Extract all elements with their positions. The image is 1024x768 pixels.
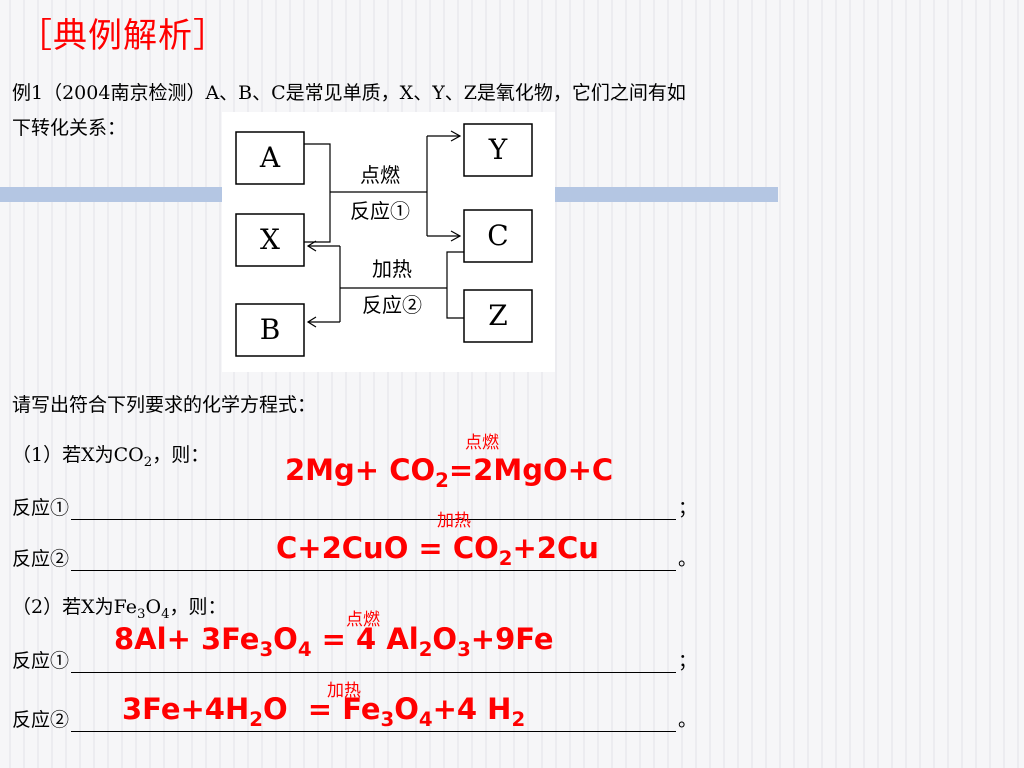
ans3-c: = 4 Al — [311, 622, 419, 656]
ans4-a: 3Fe+4H — [122, 692, 250, 726]
part2-question: （2）若X为Fe3O4，则： — [12, 592, 227, 622]
part2-reaction2-line: 反应② 。 — [12, 705, 697, 732]
part1-r2-end: 。 — [678, 548, 698, 570]
part1-reaction1-line: 反应① ； — [12, 493, 697, 520]
example-intro-line1: 例1（2004南京检测）A、B、C是常见单质，X、Y、Z是氧化物，它们之间有如 — [12, 82, 686, 104]
part2-r2-end: 。 — [678, 709, 698, 731]
part1-question: （1）若X为CO2，则： — [12, 440, 209, 470]
ans3-s2: 4 — [297, 637, 312, 661]
part2-formula-b: O — [145, 596, 162, 618]
box-b — [235, 303, 305, 357]
box-z — [463, 289, 533, 343]
part2-r2-blank — [71, 711, 677, 732]
part1-r1-condition: 点燃 — [465, 433, 499, 453]
part1-reaction2-line: 反应② 。 — [12, 544, 697, 571]
part2-r2-answer: 3Fe+4H2O = Fe3O4+4 H2 — [122, 692, 525, 731]
example-intro-line2: 下转化关系： — [12, 117, 127, 139]
part2-formula-sub2: 4 — [161, 606, 170, 622]
box-c — [463, 209, 533, 263]
ans2-a: C+2CuO = CO — [276, 531, 499, 565]
reaction1-condition: 点燃 — [360, 163, 400, 187]
box-c-label: C — [487, 219, 508, 252]
ans2-a-sub: 2 — [498, 546, 513, 570]
ans4-s1: 2 — [249, 707, 263, 731]
reaction2-condition: 加热 — [372, 257, 412, 281]
part1-r2-blank — [71, 550, 677, 571]
part1-formula-sub: 2 — [143, 454, 153, 470]
reaction2-connectors — [306, 240, 464, 328]
ans3-d: O — [432, 622, 458, 656]
ans4-d: +4 H — [432, 692, 512, 726]
part2-reaction1-line: 反应① ； — [12, 646, 697, 673]
box-x-label: X — [260, 223, 280, 256]
part2-suffix: ，则： — [169, 596, 227, 618]
part1-r1-blank — [71, 499, 677, 520]
ans4-c: O — [394, 692, 419, 726]
ans1-a-sub: 2 — [435, 468, 449, 492]
section-title: ［典例解析］ — [18, 16, 228, 56]
part2-r1-answer: 8Al+ 3Fe3O4 = 4 Al2O3+9Fe — [114, 622, 554, 661]
part1-prefix: （1）若X为 — [12, 444, 114, 466]
ans3-e: +9Fe — [470, 622, 554, 656]
part2-r2-label: 反应② — [12, 709, 70, 731]
ans3-b: O — [273, 622, 298, 656]
part1-r1-end: ； — [678, 497, 698, 519]
ans2-b: +2Cu — [512, 531, 599, 565]
part1-r1-label: 反应① — [12, 497, 70, 519]
part1-r2-answer: C+2CuO = CO2+2Cu — [276, 531, 599, 570]
conversion-diagram: A X B Y C Z — [222, 112, 555, 372]
part2-r2-condition: 加热 — [327, 681, 361, 701]
ans1-b: =2MgO+C — [448, 453, 614, 487]
ans4-s4: 2 — [511, 707, 526, 731]
ans4-b: O = Fe — [262, 692, 381, 726]
box-b-label: B — [260, 313, 281, 346]
ans3-s3: 2 — [418, 637, 433, 661]
part1-r1-answer: 2Mg+ CO2=2MgO+C — [285, 453, 613, 492]
box-a — [235, 131, 305, 185]
ans4-s2: 3 — [380, 707, 395, 731]
box-a-label: A — [259, 141, 281, 174]
part2-formula-a: Fe — [113, 596, 138, 618]
box-y — [463, 123, 533, 177]
requirement-text: 请写出符合下列要求的化学方程式： — [12, 394, 317, 416]
box-y-label: Y — [488, 133, 508, 166]
ans3-s4: 3 — [457, 637, 471, 661]
part1-r2-label: 反应② — [12, 548, 70, 570]
reaction2-label: 反应② — [362, 293, 422, 317]
box-z-label: Z — [488, 299, 507, 332]
part2-r1-blank — [71, 652, 677, 673]
part2-r1-label: 反应① — [12, 650, 70, 672]
part2-prefix: （2）若X为 — [12, 596, 114, 618]
part1-r2-condition: 加热 — [437, 511, 471, 531]
box-x — [235, 213, 305, 267]
part2-formula-sub1: 3 — [137, 606, 146, 622]
ans3-a: 8Al+ 3Fe — [114, 622, 260, 656]
reaction1-connectors — [304, 130, 462, 243]
ans4-s3: 4 — [418, 707, 433, 731]
reaction1-label: 反应① — [350, 199, 410, 223]
ans3-s1: 3 — [259, 637, 274, 661]
part1-formula: CO — [113, 444, 144, 466]
part1-suffix: ，则： — [152, 444, 210, 466]
part2-r1-condition: 点燃 — [346, 610, 380, 630]
part2-r1-end: ； — [678, 650, 698, 672]
ans1-a: 2Mg+ CO — [285, 453, 436, 487]
